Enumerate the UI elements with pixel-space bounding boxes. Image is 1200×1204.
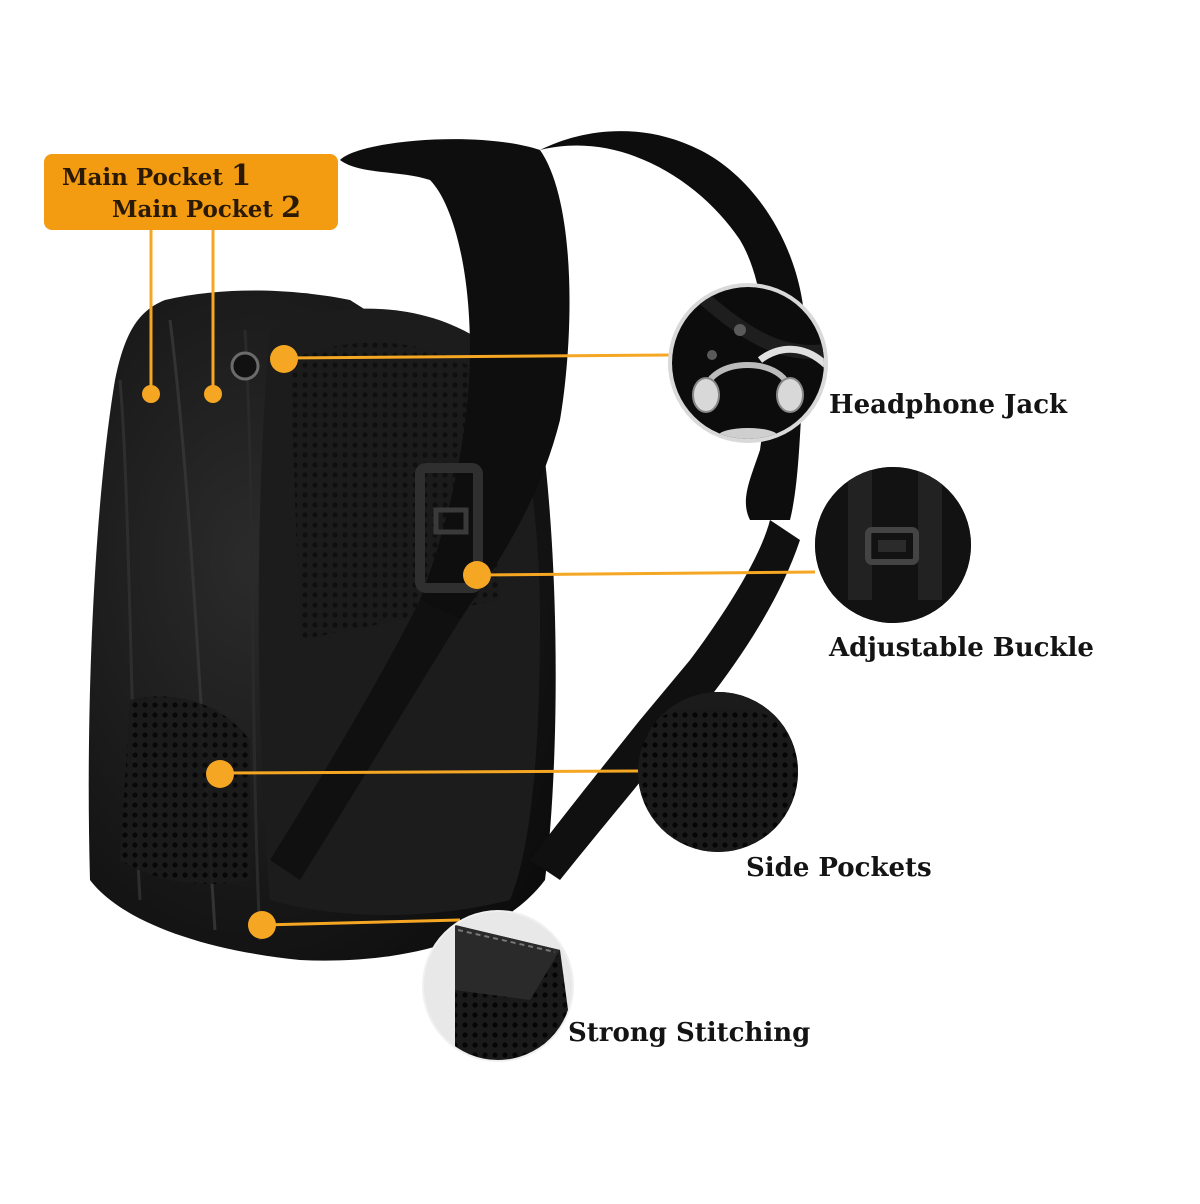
headphone-jack-label: Headphone Jack [829, 390, 1068, 420]
strong-stitching-label: Strong Stitching [568, 1018, 811, 1048]
main-pocket-2-label: Main Pocket 2 [112, 190, 301, 224]
connector-lines [149, 226, 816, 927]
callout-background [44, 154, 338, 230]
headphones-icon [692, 345, 824, 413]
main-pocket-2-number: 2 [281, 190, 302, 224]
main-pocket-2-name: Main Pocket [112, 196, 274, 223]
zoom-adjustable-buckle [815, 467, 971, 623]
side-pockets-label: Side Pockets [746, 853, 932, 883]
main-pocket-1-name: Main Pocket [62, 164, 224, 191]
zoom-strong-stitching [422, 910, 574, 1062]
main-pocket-callout: Main Pocket 1 Main Pocket 2 [44, 154, 338, 230]
marker-dot-side-pockets [206, 760, 234, 788]
marker-dot-main-pocket-1 [142, 385, 160, 403]
main-pocket-1-number: 1 [231, 158, 252, 192]
zoom-side-pockets [638, 692, 798, 852]
marker-dot-headphone-jack [270, 345, 298, 373]
marker-dot-adjustable-buckle [463, 561, 491, 589]
main-pocket-1-label: Main Pocket 1 [62, 158, 251, 192]
marker-dot-strong-stitching [248, 911, 276, 939]
zoom-headphone-jack [668, 283, 828, 443]
marker-dot-main-pocket-2 [204, 385, 222, 403]
shoulder-straps [270, 131, 806, 880]
marker-dots [142, 345, 491, 939]
adjustable-buckle-label: Adjustable Buckle [829, 633, 1094, 663]
backpack-body [88, 290, 556, 961]
